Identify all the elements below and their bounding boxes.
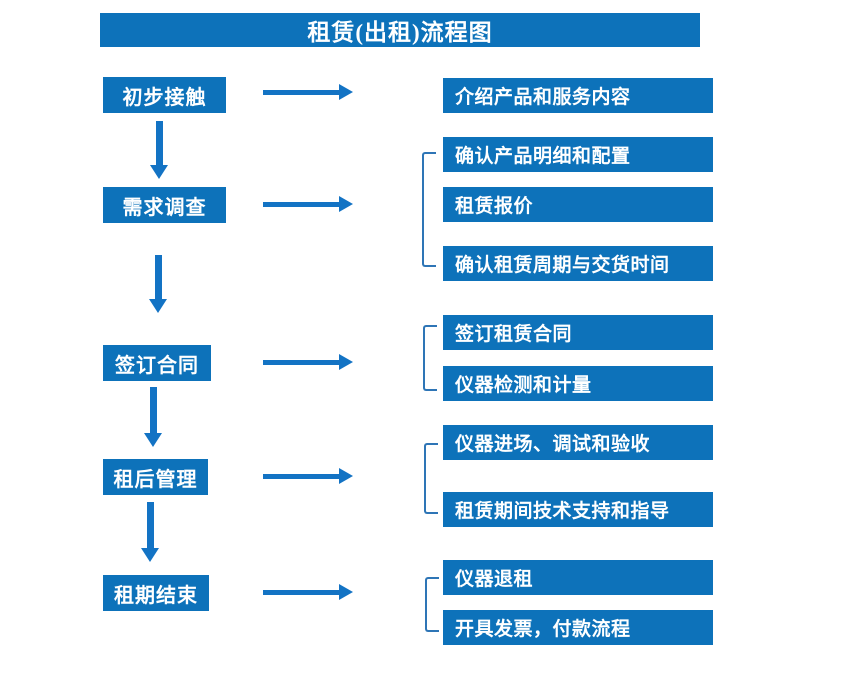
step-box-demand-survey: 需求调查 [103, 187, 226, 223]
group-bracket [422, 152, 436, 267]
detail-box-confirm-rental-period-delivery: 确认租赁周期与交货时间 [443, 246, 713, 281]
group-bracket [423, 325, 437, 391]
detail-box-rental-technical-support: 租赁期间技术支持和指导 [443, 492, 713, 527]
arrow-head [150, 165, 168, 179]
arrow-shaft [263, 89, 339, 95]
arrow-down-icon [144, 387, 162, 447]
arrow-head [141, 548, 159, 562]
arrow-shaft [263, 359, 339, 365]
arrow-right-icon [263, 84, 353, 100]
arrow-head [144, 433, 162, 447]
arrow-head [339, 196, 353, 212]
arrow-right-icon [263, 196, 353, 212]
arrow-down-icon [149, 255, 167, 313]
step-box-post-rental-management: 租后管理 [103, 459, 208, 495]
detail-box-confirm-product-details: 确认产品明细和配置 [443, 137, 713, 172]
arrow-head [339, 468, 353, 484]
detail-box-rental-quotation: 租赁报价 [443, 187, 713, 222]
detail-box-instrument-return: 仪器退租 [443, 560, 713, 595]
arrow-shaft [155, 121, 163, 165]
arrow-shaft [263, 201, 339, 207]
arrow-shaft [263, 473, 339, 479]
arrow-head [339, 584, 353, 600]
arrow-head [149, 299, 167, 313]
step-box-sign-contract: 签订合同 [103, 345, 211, 381]
arrow-head [339, 354, 353, 370]
arrow-shaft [149, 387, 157, 433]
detail-box-invoice-payment: 开具发票，付款流程 [443, 610, 713, 645]
arrow-shaft [154, 255, 162, 299]
detail-box-introduce-products-services: 介绍产品和服务内容 [443, 78, 713, 113]
arrow-down-icon [150, 121, 168, 179]
arrow-right-icon [263, 584, 353, 600]
detail-box-instrument-setup-acceptance: 仪器进场、调试和验收 [443, 425, 713, 460]
arrow-right-icon [263, 468, 353, 484]
arrow-down-icon [141, 502, 159, 562]
group-bracket [425, 577, 439, 632]
flowchart-title: 租赁(出租)流程图 [100, 13, 700, 47]
group-bracket [424, 443, 438, 514]
arrow-shaft [146, 502, 154, 548]
arrow-head [339, 84, 353, 100]
detail-box-instrument-testing-metering: 仪器检测和计量 [443, 366, 713, 401]
step-box-rental-period-end: 租期结束 [103, 575, 209, 611]
step-box-initial-contact: 初步接触 [103, 77, 226, 113]
arrow-right-icon [263, 354, 353, 370]
arrow-shaft [263, 589, 339, 595]
detail-box-sign-rental-contract: 签订租赁合同 [443, 315, 713, 350]
